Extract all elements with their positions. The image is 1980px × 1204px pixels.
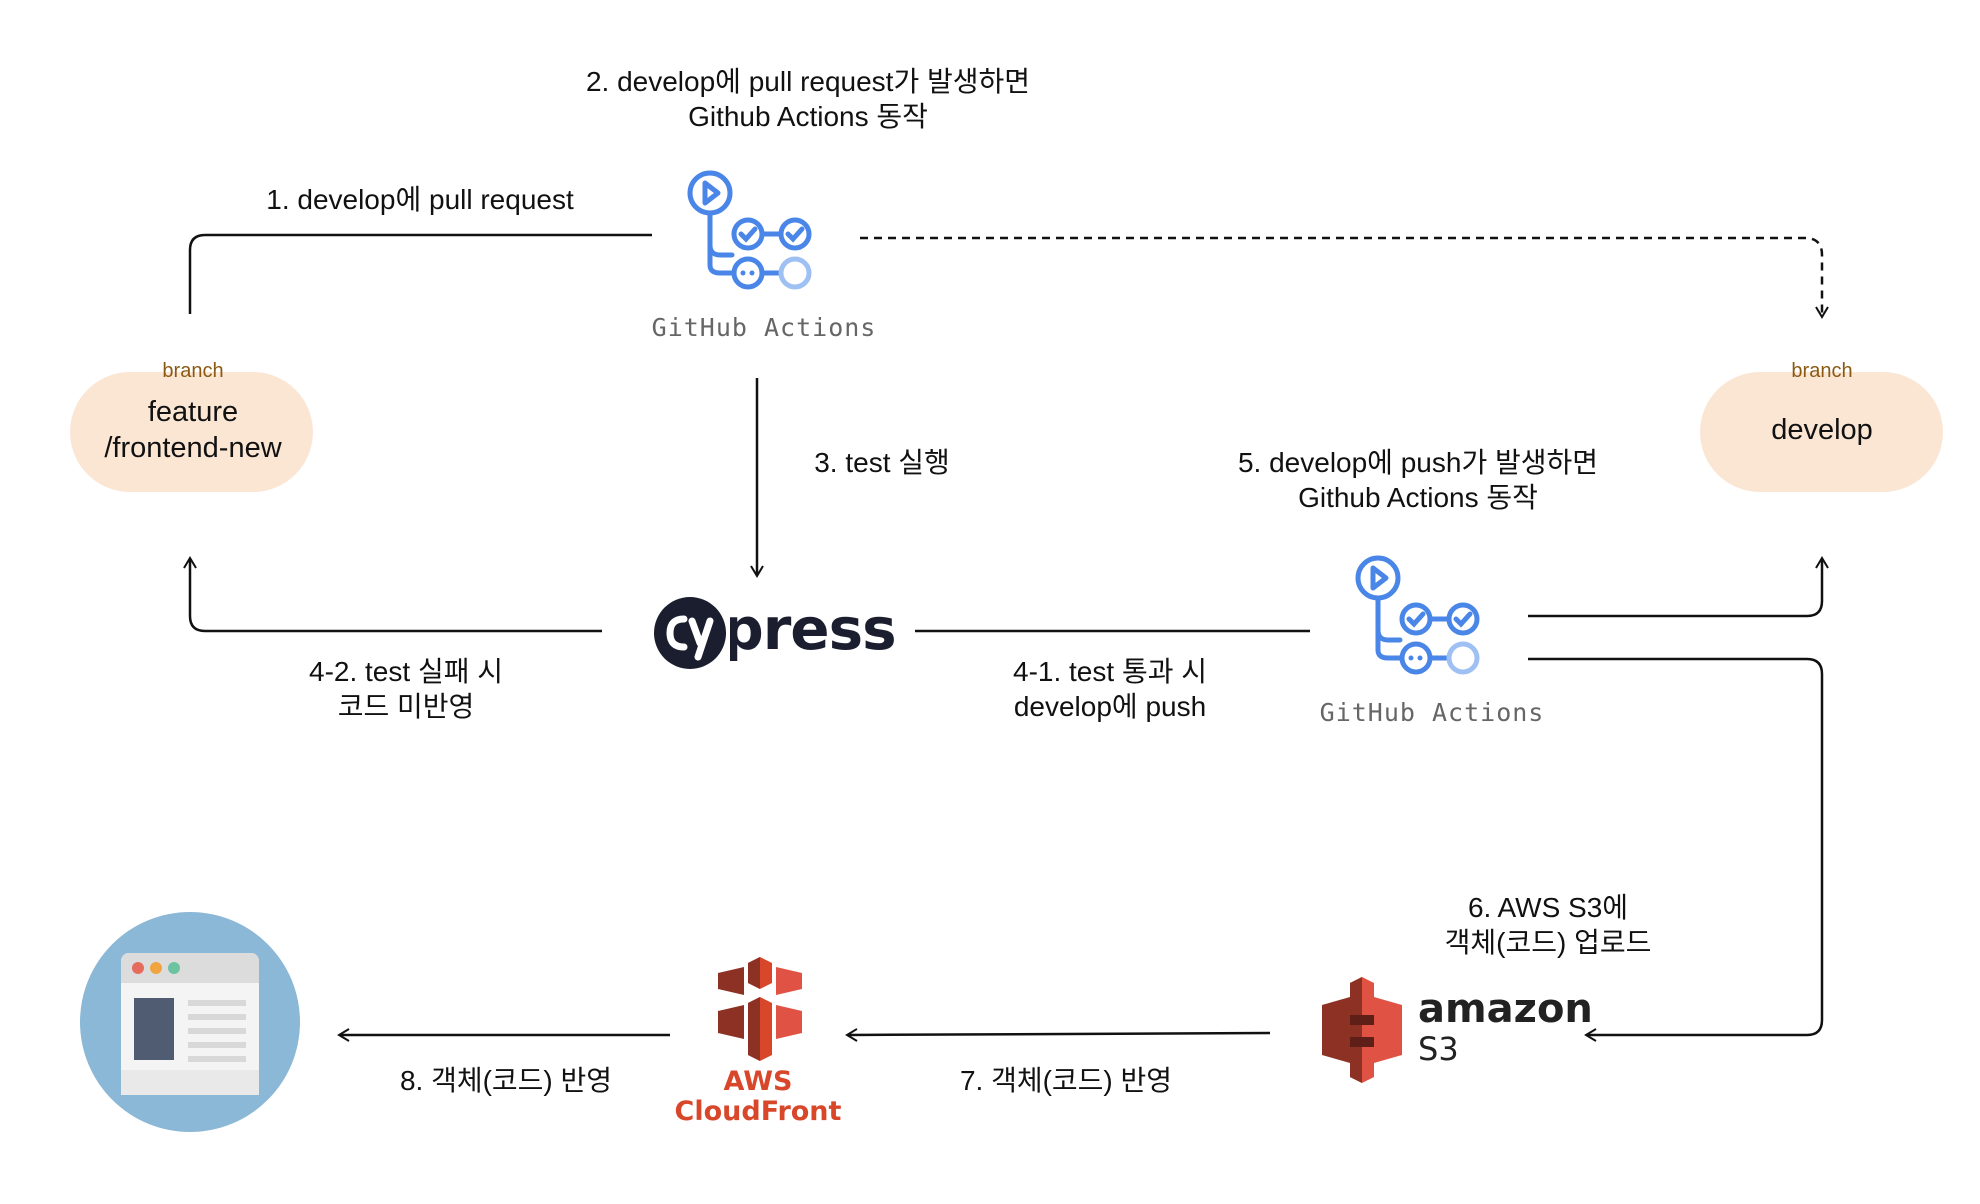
cypress-logo: cypress — [652, 595, 896, 675]
develop-branch-box — [1700, 372, 1943, 492]
arrow-cypress-to-feature — [183, 556, 602, 633]
feature-branch-tag: branch — [162, 360, 224, 382]
arrow-gha2-to-develop — [1528, 556, 1829, 618]
step-6-label: 6. AWS S3에 객체(코드) 업로드 — [1444, 892, 1652, 958]
s3-wordmark: S3 — [1418, 1030, 1459, 1068]
step-4-1-label: 4-1. test 통과 시 develop에 push — [1013, 656, 1207, 722]
cypress-wordmark: cypress — [652, 595, 896, 663]
cloudfront-icon — [718, 957, 802, 1061]
arrow-s3-to-cloudfront — [845, 1028, 1271, 1042]
step-5-label: 5. develop에 push가 발생하면 Github Actions 동작 — [1237, 447, 1599, 513]
arrow-gha-to-develop-dashed — [860, 236, 1829, 319]
feature-branch-name: feature /frontend-new — [104, 396, 282, 464]
cloudfront-wordmark: AWS CloudFront — [674, 1066, 842, 1127]
step-1-label: 1. develop에 pull request — [266, 184, 574, 215]
step-3-label: 3. test 실행 — [814, 447, 950, 478]
website-browser-icon — [80, 912, 300, 1132]
arrow-gha2-to-s3 — [1528, 657, 1824, 1042]
github-actions-caption-top: GitHub Actions — [651, 313, 877, 342]
develop-branch-tag: branch — [1791, 360, 1853, 382]
cypress-cy-icon — [654, 597, 726, 669]
step-8-label: 8. 객체(코드) 반영 — [399, 1065, 613, 1096]
amazon-s3-icon — [1322, 977, 1402, 1083]
arrow-feature-to-gha — [188, 233, 652, 314]
github-actions-icon — [687, 170, 812, 290]
feature-branch-box — [70, 372, 313, 492]
step-7-label: 7. 객체(코드) 반영 — [959, 1065, 1173, 1096]
develop-branch-name: develop — [1771, 414, 1873, 446]
step-2-label: 2. develop에 pull request가 발생하면 Github Ac… — [585, 66, 1031, 132]
amazon-wordmark: amazon — [1418, 986, 1593, 1032]
github-actions-icon-2 — [1355, 555, 1480, 675]
step-4-2-label: 4-2. test 실패 시 코드 미반영 — [309, 656, 503, 722]
github-actions-caption-right: GitHub Actions — [1319, 698, 1545, 727]
